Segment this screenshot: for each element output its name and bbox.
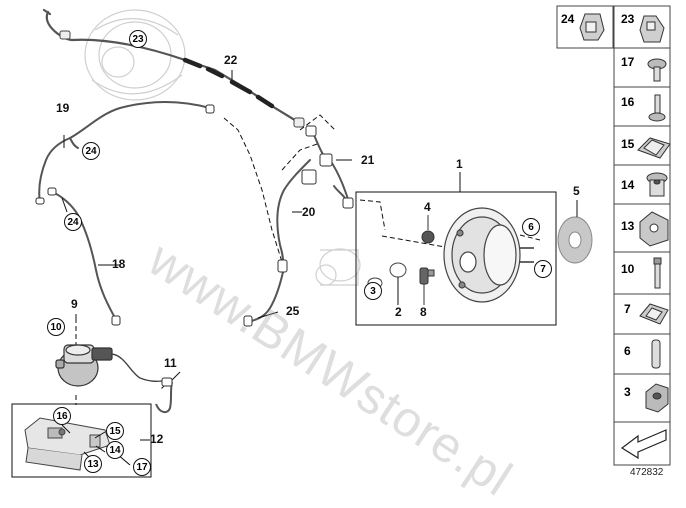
vacuum-line-18: [51, 191, 116, 319]
callout-14-circled: 14: [106, 441, 124, 459]
callout-19: 19: [56, 101, 70, 115]
panel-number-16: 16: [621, 95, 635, 109]
hose-sleeves-22: [182, 57, 275, 109]
callout-17-circled: 17: [133, 458, 151, 476]
clip-19: [205, 104, 215, 114]
callout-11: 11: [164, 356, 177, 370]
callout-22: 22: [224, 53, 238, 67]
vacuum-line-22: [42, 8, 300, 124]
booster-bolts: [520, 247, 534, 263]
vacuum-line-11: [155, 381, 173, 414]
callout-16-circled: 16: [53, 407, 71, 425]
booster-assembly-box: [355, 191, 557, 326]
callout-15-circled: 15: [106, 422, 124, 440]
pump-cable: [111, 353, 166, 383]
vacuum-pump-9: [55, 344, 113, 387]
callout-25: 25: [286, 304, 300, 318]
thumb-holder-13: [639, 211, 669, 247]
parts-diagram: 1 2 4 5 8 9 11 12 18 19 20 21 22 25 3 6 …: [11, 5, 671, 507]
callout-4: 4: [424, 200, 431, 214]
callout-18: 18: [112, 257, 126, 271]
vacuum-line-20-21: [276, 129, 351, 269]
thumb-arrow: [620, 429, 667, 460]
gasket-5: [557, 216, 593, 264]
panel-number-17: 17: [621, 55, 635, 69]
ghost-master-cylinder: [315, 248, 361, 286]
callout-9: 9: [71, 297, 78, 311]
thumb-pin-6: [651, 339, 661, 369]
line-20-parts: [243, 125, 354, 327]
callout-3-circled: 3: [364, 282, 382, 300]
thumb-clip-24: [579, 13, 605, 41]
bracket-assembly-box: [11, 403, 152, 478]
diagram-drawing: [11, 5, 671, 478]
callout-20: 20: [302, 205, 316, 219]
thumb-strip-15: [637, 137, 671, 159]
ghost-booster: [84, 9, 186, 101]
callout-12: 12: [150, 432, 164, 446]
thumb-clip-7: [639, 303, 669, 325]
thumb-screw-17: [647, 58, 667, 82]
callout-7-circled: 7: [534, 260, 552, 278]
brake-booster: [443, 207, 521, 303]
thumb-nut-3: [645, 383, 669, 413]
hose-end-22: [59, 30, 305, 128]
callout-5: 5: [573, 184, 580, 198]
grommet-4: [421, 215, 435, 244]
line-25: [247, 271, 284, 323]
ring-2: [389, 262, 407, 278]
panel-number-6: 6: [624, 344, 631, 358]
callout-6-circled: 6: [522, 218, 540, 236]
vacuum-line-19: [38, 101, 211, 204]
panel-number-13: 13: [621, 219, 635, 233]
callout-13-circled: 13: [84, 455, 102, 473]
document-number: 472832: [630, 467, 664, 478]
callout-10-circled: 10: [47, 318, 65, 336]
panel-number-7: 7: [624, 302, 631, 316]
thumb-bolt-10: [653, 257, 662, 289]
panel-number-23: 23: [621, 12, 635, 26]
callout-2: 2: [395, 305, 402, 319]
callout-21: 21: [361, 153, 375, 167]
panel-number-24: 24: [561, 12, 575, 26]
callout-leaders: [61, 70, 352, 381]
callout-24-circled-upper: 24: [82, 142, 100, 160]
sensor-8: [419, 267, 435, 305]
line-18-connectors: [35, 187, 121, 326]
callout-23-circled: 23: [129, 30, 147, 48]
panel-number-3: 3: [624, 385, 631, 399]
callout-1: 1: [456, 157, 463, 171]
thumb-rivet-16: [648, 94, 666, 122]
callout-24-circled-lower: 24: [64, 213, 82, 231]
thumb-clip-23: [639, 15, 665, 43]
panel-number-15: 15: [621, 137, 635, 151]
panel-number-10: 10: [621, 262, 635, 276]
panel-number-14: 14: [621, 178, 635, 192]
thumb-bushing-14: [646, 172, 668, 197]
bracket-12: [24, 417, 111, 471]
callout-8: 8: [420, 305, 427, 319]
